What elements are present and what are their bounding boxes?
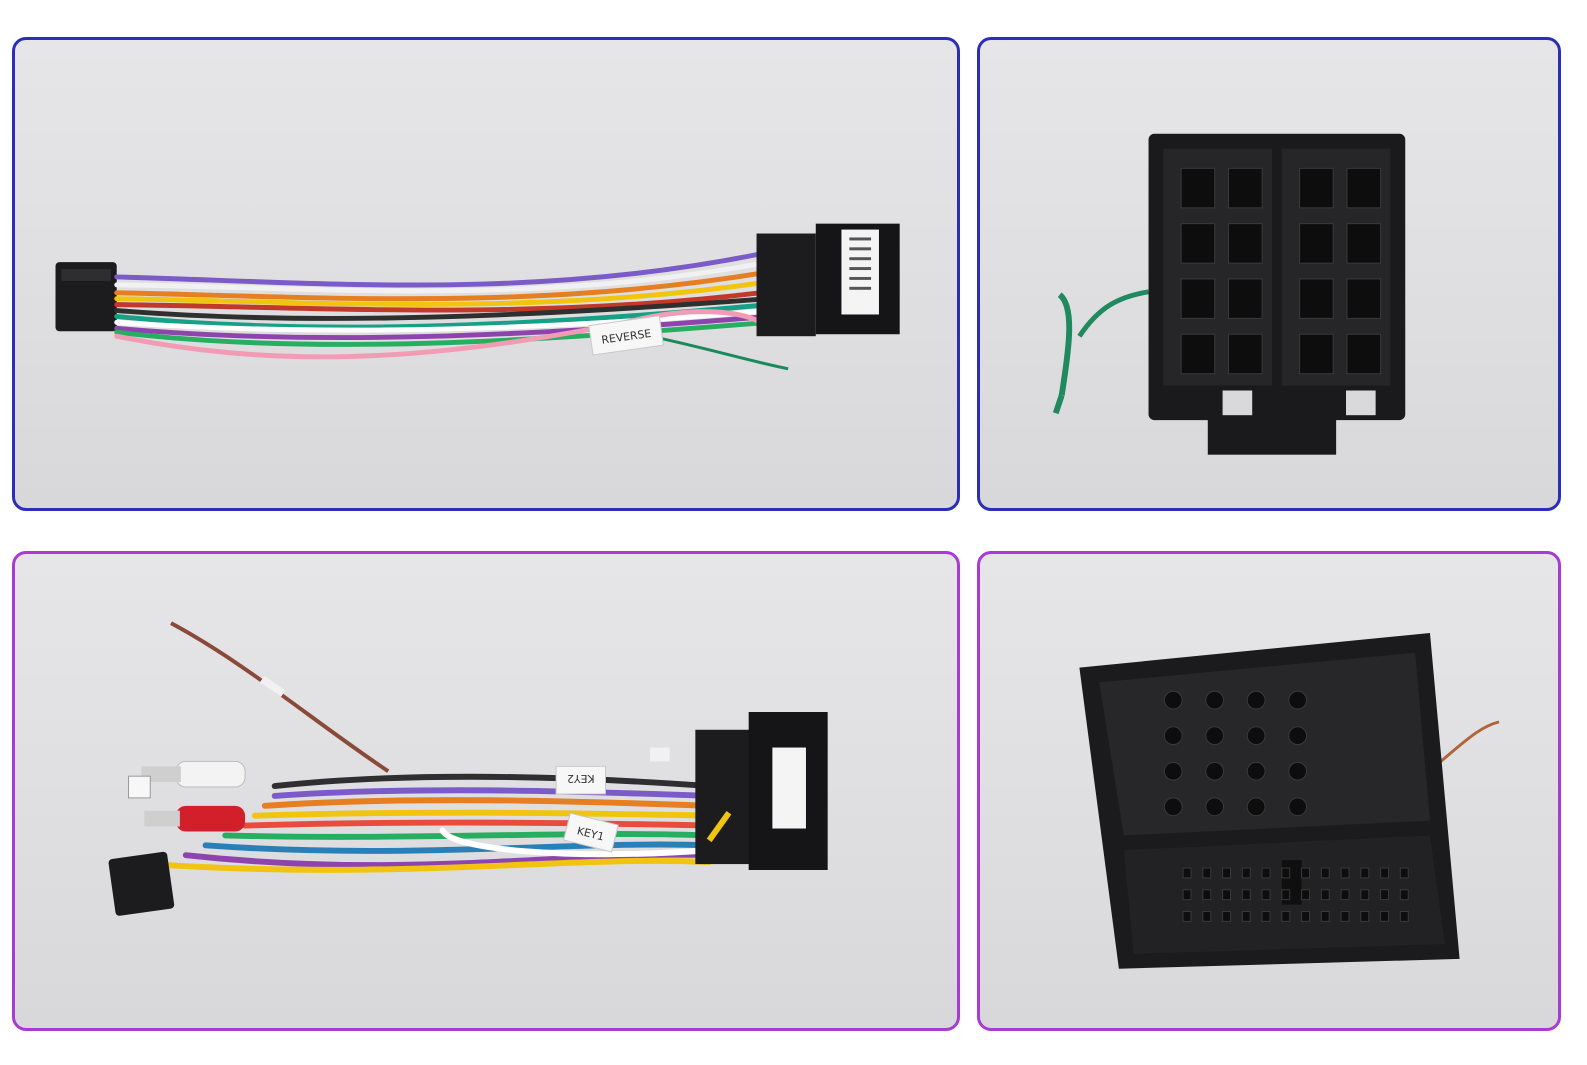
key2-tag: KEY2: [555, 765, 606, 795]
quadlock-small-pin: [1222, 867, 1231, 879]
quadlock-small-pin: [1182, 910, 1192, 922]
quadlock-small-pin: [1320, 910, 1330, 922]
quadlock-pin: [1163, 726, 1183, 746]
quadlock-small-pin: [1241, 910, 1251, 922]
quadlock-small-pin: [1261, 867, 1271, 879]
harness-power-illustration: KEY2 KEY1: [108, 621, 828, 916]
quadlock-small-pin: [1360, 910, 1370, 922]
quadlock-small-pin: [1202, 867, 1212, 879]
left-plug: [108, 851, 175, 916]
quadlock-small-pin: [1182, 889, 1192, 901]
quadlock-small-pin: [1182, 867, 1192, 879]
key1-tag: KEY1: [563, 812, 619, 853]
quadlock-small-pin: [1222, 910, 1231, 922]
iso-pin: [1346, 333, 1382, 375]
quadlock-pin: [1205, 690, 1225, 710]
quadlock-small-pin: [1301, 910, 1310, 922]
wire-bundle: [163, 773, 713, 873]
iso-pin: [1299, 167, 1334, 209]
quadlock-small-pin: [1399, 910, 1409, 922]
iso-pin-grid: [1180, 167, 1382, 375]
reverse-tag: REVERSE: [588, 315, 664, 356]
quadlock-pin: [1288, 690, 1308, 710]
product-photo-quadlock-closeup: [977, 551, 1561, 1031]
quadlock-small-pin: [1261, 910, 1271, 922]
quadlock-small-pin: [1301, 867, 1310, 879]
key2-label: KEY2: [567, 772, 595, 785]
rca-red: [175, 805, 246, 832]
quadlock-pin: [1163, 761, 1183, 781]
iso-pin: [1346, 223, 1382, 264]
iso-connector-body: [756, 233, 816, 337]
iso-pin: [1299, 223, 1334, 264]
quadlock-small-pin: [1222, 889, 1231, 901]
quadlock-pin: [1163, 797, 1183, 817]
quadlock-small-pin: [1281, 889, 1291, 901]
quadlock-pin: [1205, 761, 1225, 781]
quadlock-small-pin: [1340, 889, 1350, 901]
key1-label: KEY1: [576, 824, 606, 843]
product-photo-iso-closeup: [977, 37, 1561, 511]
iso-pin: [1299, 333, 1334, 375]
connector-sticker: [772, 747, 806, 829]
quadlock-small-pin: [1320, 889, 1330, 901]
connector-sticker: [841, 229, 879, 315]
harness-iso-illustration: REVERSE: [55, 223, 900, 371]
quadlock-pin: [1246, 761, 1266, 781]
quadlock-small-pin: [1340, 867, 1350, 879]
quadlock-small-pin: [1281, 867, 1291, 879]
quadlock-pin: [1163, 690, 1183, 710]
quadlock-small-pin: [1320, 867, 1330, 879]
quadlock-small-pin: [1202, 910, 1212, 922]
iso-pin: [1228, 278, 1263, 319]
quadlock-pin: [1288, 726, 1308, 746]
quadlock-small-pin: [1380, 889, 1389, 901]
quadlock-small-pin: [1241, 889, 1251, 901]
quadlock-pin: [1288, 797, 1308, 817]
quadlock-small-pin: [1261, 889, 1271, 901]
quadlock-pin: [1205, 726, 1225, 746]
quadlock-small-pin: [1399, 889, 1409, 901]
quadlock-small-pin: [1281, 910, 1291, 922]
quadlock-pin: [1246, 690, 1266, 710]
quadlock-small-pin: [1301, 889, 1310, 901]
quadlock-connector-body: [695, 729, 753, 865]
iso-pin: [1228, 223, 1263, 264]
quadlock-small-pin: [1360, 889, 1370, 901]
iso-pin: [1180, 223, 1216, 264]
quadlock-pin: [1288, 761, 1308, 781]
iso-connector-illustration: [1052, 133, 1406, 455]
iso-pin: [1228, 333, 1263, 375]
iso-pin: [1346, 278, 1382, 319]
iso-pin: [1346, 167, 1382, 209]
iso-pin: [1180, 278, 1216, 319]
quadlock-pin: [1246, 726, 1266, 746]
quadlock-small-pin: [1340, 910, 1350, 922]
iso-pin: [1228, 167, 1263, 209]
quadlock-small-pin: [1360, 867, 1370, 879]
quadlock-connector-illustration: [1079, 633, 1500, 969]
iso-pin: [1180, 167, 1216, 209]
product-photo-harness-power: KEY2 KEY1: [12, 551, 960, 1031]
quadlock-small-pin: [1399, 867, 1409, 879]
iso-pin: [1299, 278, 1334, 319]
quadlock-pin-grid: [1163, 690, 1409, 922]
rca-white: [175, 760, 246, 788]
quadlock-pin: [1205, 797, 1225, 817]
quadlock-small-pin: [1380, 910, 1389, 922]
quadlock-small-pin: [1241, 867, 1251, 879]
wire-bundle: [114, 249, 771, 360]
iso-pin: [1180, 333, 1216, 375]
quadlock-small-pin: [1202, 889, 1212, 901]
product-photo-harness-iso: REVERSE: [12, 37, 960, 511]
quadlock-small-pin: [1380, 867, 1389, 879]
quadlock-pin: [1246, 797, 1266, 817]
